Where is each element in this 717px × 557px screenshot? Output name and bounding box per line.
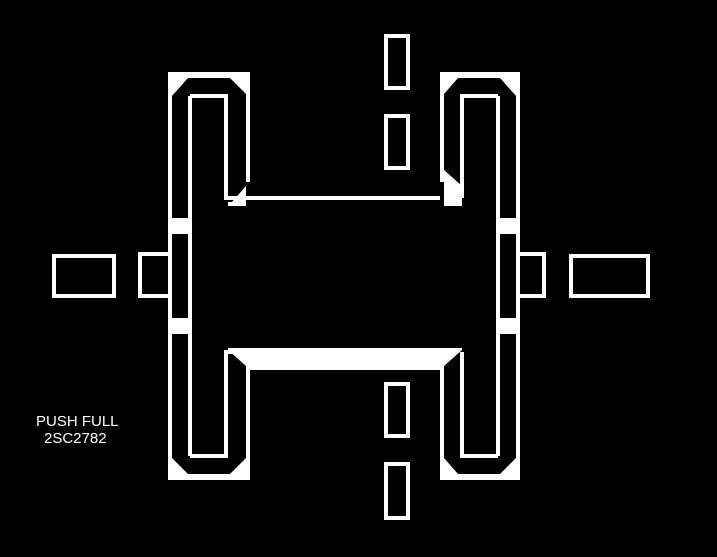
left-connector bbox=[138, 252, 170, 298]
pad-bottom-1 bbox=[384, 382, 410, 438]
center-channel bbox=[188, 206, 500, 348]
side-connectors bbox=[138, 252, 546, 298]
trace-bottom-right bbox=[460, 352, 498, 458]
board-label-line-1: PUSH FULL bbox=[36, 413, 119, 430]
pad-top-1 bbox=[384, 34, 410, 90]
pad-bottom-2 bbox=[384, 462, 410, 520]
pad-right bbox=[569, 254, 650, 298]
trace-top-left bbox=[190, 94, 440, 200]
board-label-line-2: 2SC2782 bbox=[44, 430, 107, 447]
right-connector bbox=[518, 252, 546, 298]
trace-bottom-left bbox=[190, 350, 440, 458]
right-connector-gap bbox=[496, 234, 516, 318]
inner-traces bbox=[188, 94, 500, 458]
pad-left bbox=[52, 254, 116, 298]
trace-top-right bbox=[460, 94, 498, 198]
pads bbox=[52, 34, 650, 520]
left-connector-gap bbox=[172, 234, 192, 318]
pad-top-2 bbox=[384, 114, 410, 170]
